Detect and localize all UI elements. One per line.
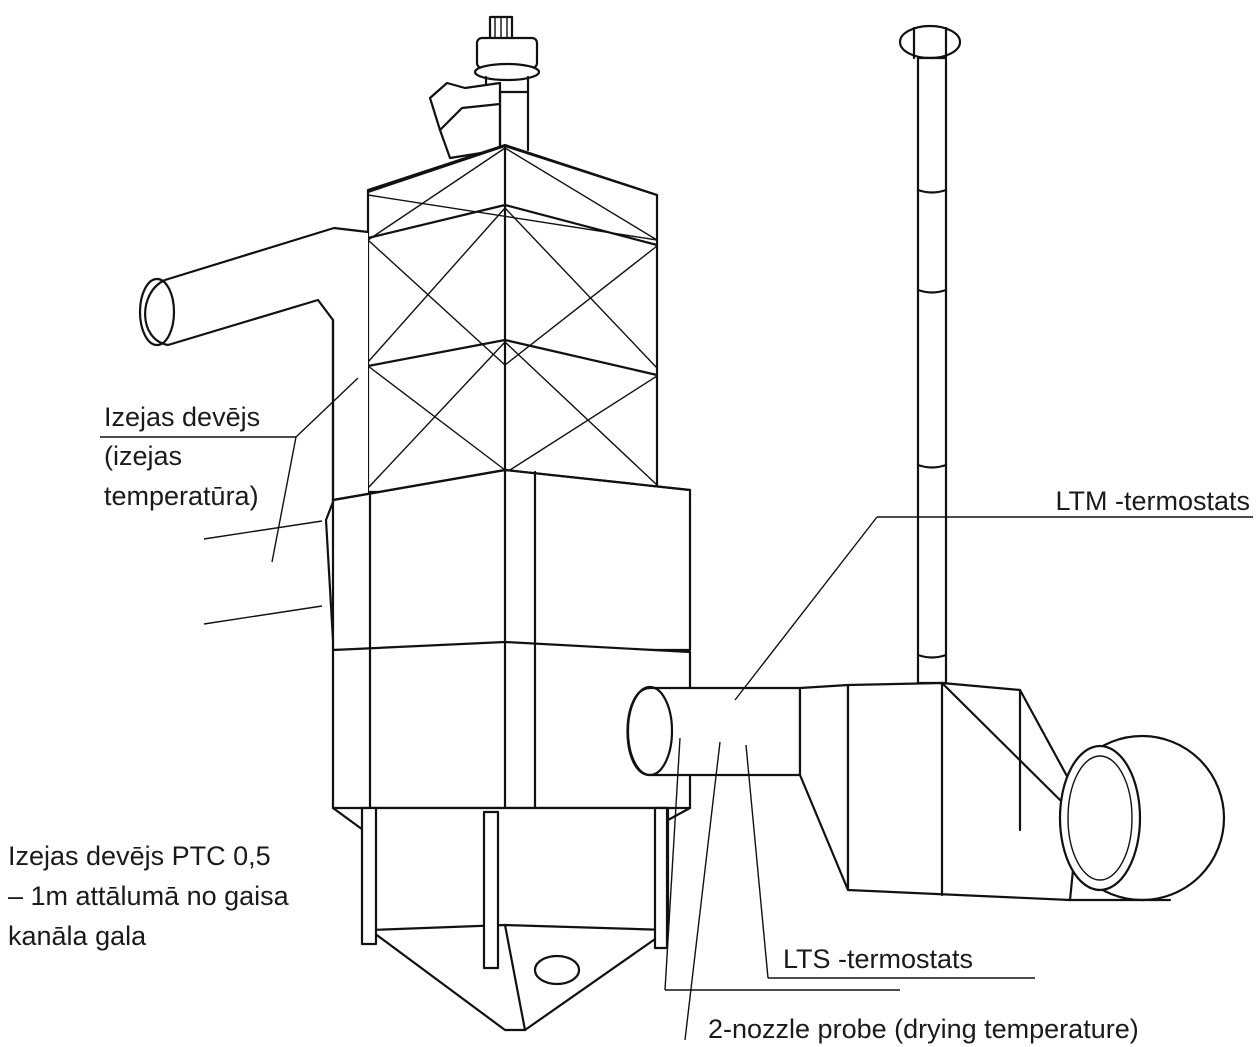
burner-assembly [626, 681, 1226, 902]
hopper [360, 806, 670, 1032]
ptc-sensor-label-2: – 1m attālumā no gaisa [8, 881, 290, 911]
ltm-thermostat-label: LTM -termostats [1055, 486, 1250, 516]
leader-lines [100, 377, 1253, 1041]
exhaust-duct [138, 226, 370, 507]
inlet-spout [428, 81, 502, 160]
exit-sensor-label-2: (izejas [104, 441, 182, 471]
chimney [898, 24, 962, 685]
tower-upper-section [366, 143, 659, 494]
tower-lower-section [324, 468, 692, 837]
exit-sensor-label-3: temperatūra) [104, 481, 259, 511]
lts-thermostat-label: LTS -termostats [783, 944, 973, 974]
probe-label: 2-nozzle probe (drying temperature) [708, 1014, 1139, 1044]
ptc-sensor-label-3: kanāla gala [8, 921, 147, 951]
exit-sensor-label-1: Izejas devējs [104, 402, 260, 432]
ptc-sensor-label-1: Izejas devējs PTC 0,5 [8, 841, 271, 871]
top-motor [473, 15, 541, 94]
